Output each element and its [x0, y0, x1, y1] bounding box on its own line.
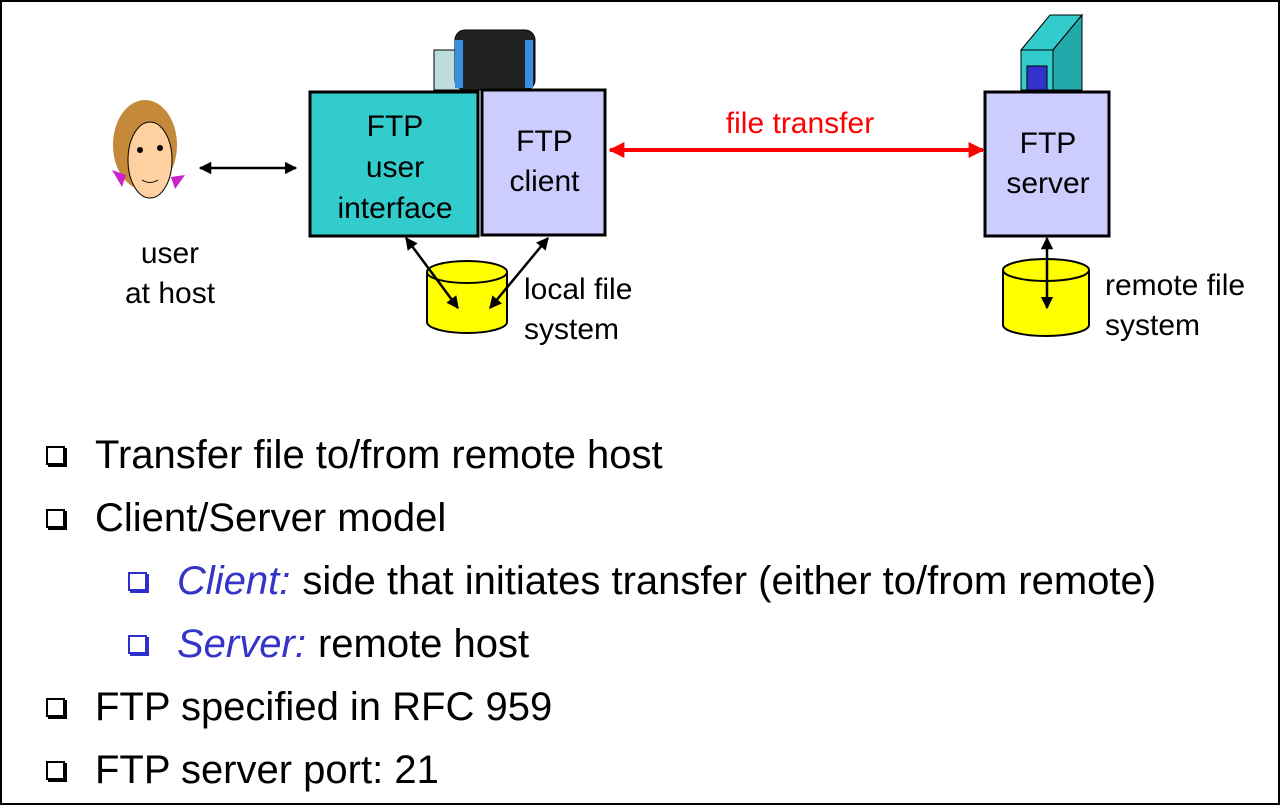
bullet-square-icon	[46, 698, 65, 717]
client-box-line2: client	[509, 165, 580, 198]
local-fs-line1: local file	[524, 273, 633, 306]
user-label-line2: at host	[124, 277, 216, 310]
remote-fs-line1: remote file	[1105, 269, 1246, 302]
bullet-item: FTP specified in RFC 959	[40, 676, 1156, 739]
ui-box-line3: interface	[337, 192, 453, 225]
bullet-item: Transfer file to/from remote host	[40, 424, 1156, 487]
sub-bullet-item: Client:side that initiates transfer (eit…	[122, 550, 1156, 613]
bullet-square-icon	[128, 635, 147, 654]
bullet-text: side that initiates transfer (either to/…	[302, 559, 1157, 603]
bullet-square-icon	[46, 446, 65, 465]
sub-bullet-item: Server:remote host	[122, 613, 1156, 676]
bullet-item: Client/Server model	[40, 487, 1156, 550]
user-person-icon	[112, 100, 185, 199]
bullet-text: FTP specified in RFC 959	[95, 685, 553, 729]
client-box-label: FTP client	[482, 122, 607, 202]
bullet-square-icon	[46, 761, 65, 780]
server-box-line1: FTP	[1019, 127, 1077, 160]
bullet-list: Transfer file to/from remote host Client…	[40, 424, 1156, 802]
server-tower-icon	[1019, 13, 1084, 91]
bullet-text: remote host	[317, 622, 530, 666]
ui-disk-arrow	[404, 236, 460, 310]
local-fs-line2: system	[524, 313, 620, 346]
workstation-icon	[433, 29, 536, 91]
user-label-line1: user	[140, 237, 200, 270]
user-label: user at host	[110, 234, 230, 314]
client-disk-arrow	[489, 237, 549, 309]
bullet-text: Client/Server model	[95, 496, 447, 540]
remote-fs-line2: system	[1105, 309, 1201, 342]
server-box-label: FTP server	[985, 124, 1111, 204]
bullet-text: Transfer file to/from remote host	[95, 433, 663, 477]
ui-box-line2: user	[365, 151, 425, 184]
server-box-line2: server	[1006, 167, 1090, 200]
bullet-term: Client:	[177, 559, 291, 603]
ui-box-label: FTP user interface	[310, 106, 480, 229]
client-box-line1: FTP	[516, 125, 573, 158]
ftp-client-box	[480, 88, 607, 237]
remote-fs-label: remote file system	[1105, 266, 1245, 346]
bullet-text: FTP server port: 21	[95, 748, 439, 792]
bullet-term: Server:	[177, 622, 306, 666]
ui-box-line1: FTP	[366, 110, 424, 143]
bullet-square-icon	[46, 509, 65, 528]
ftp-server-box	[983, 90, 1111, 238]
local-disk-icon	[426, 260, 508, 334]
ftp-user-interface-box	[308, 90, 480, 238]
file-transfer-label: file transfer	[725, 107, 875, 140]
local-fs-label: local file system	[524, 270, 632, 350]
bullet-square-icon	[128, 572, 147, 591]
ftp-diagram	[112, 13, 1111, 337]
bullet-item: FTP server port: 21	[40, 739, 1156, 802]
